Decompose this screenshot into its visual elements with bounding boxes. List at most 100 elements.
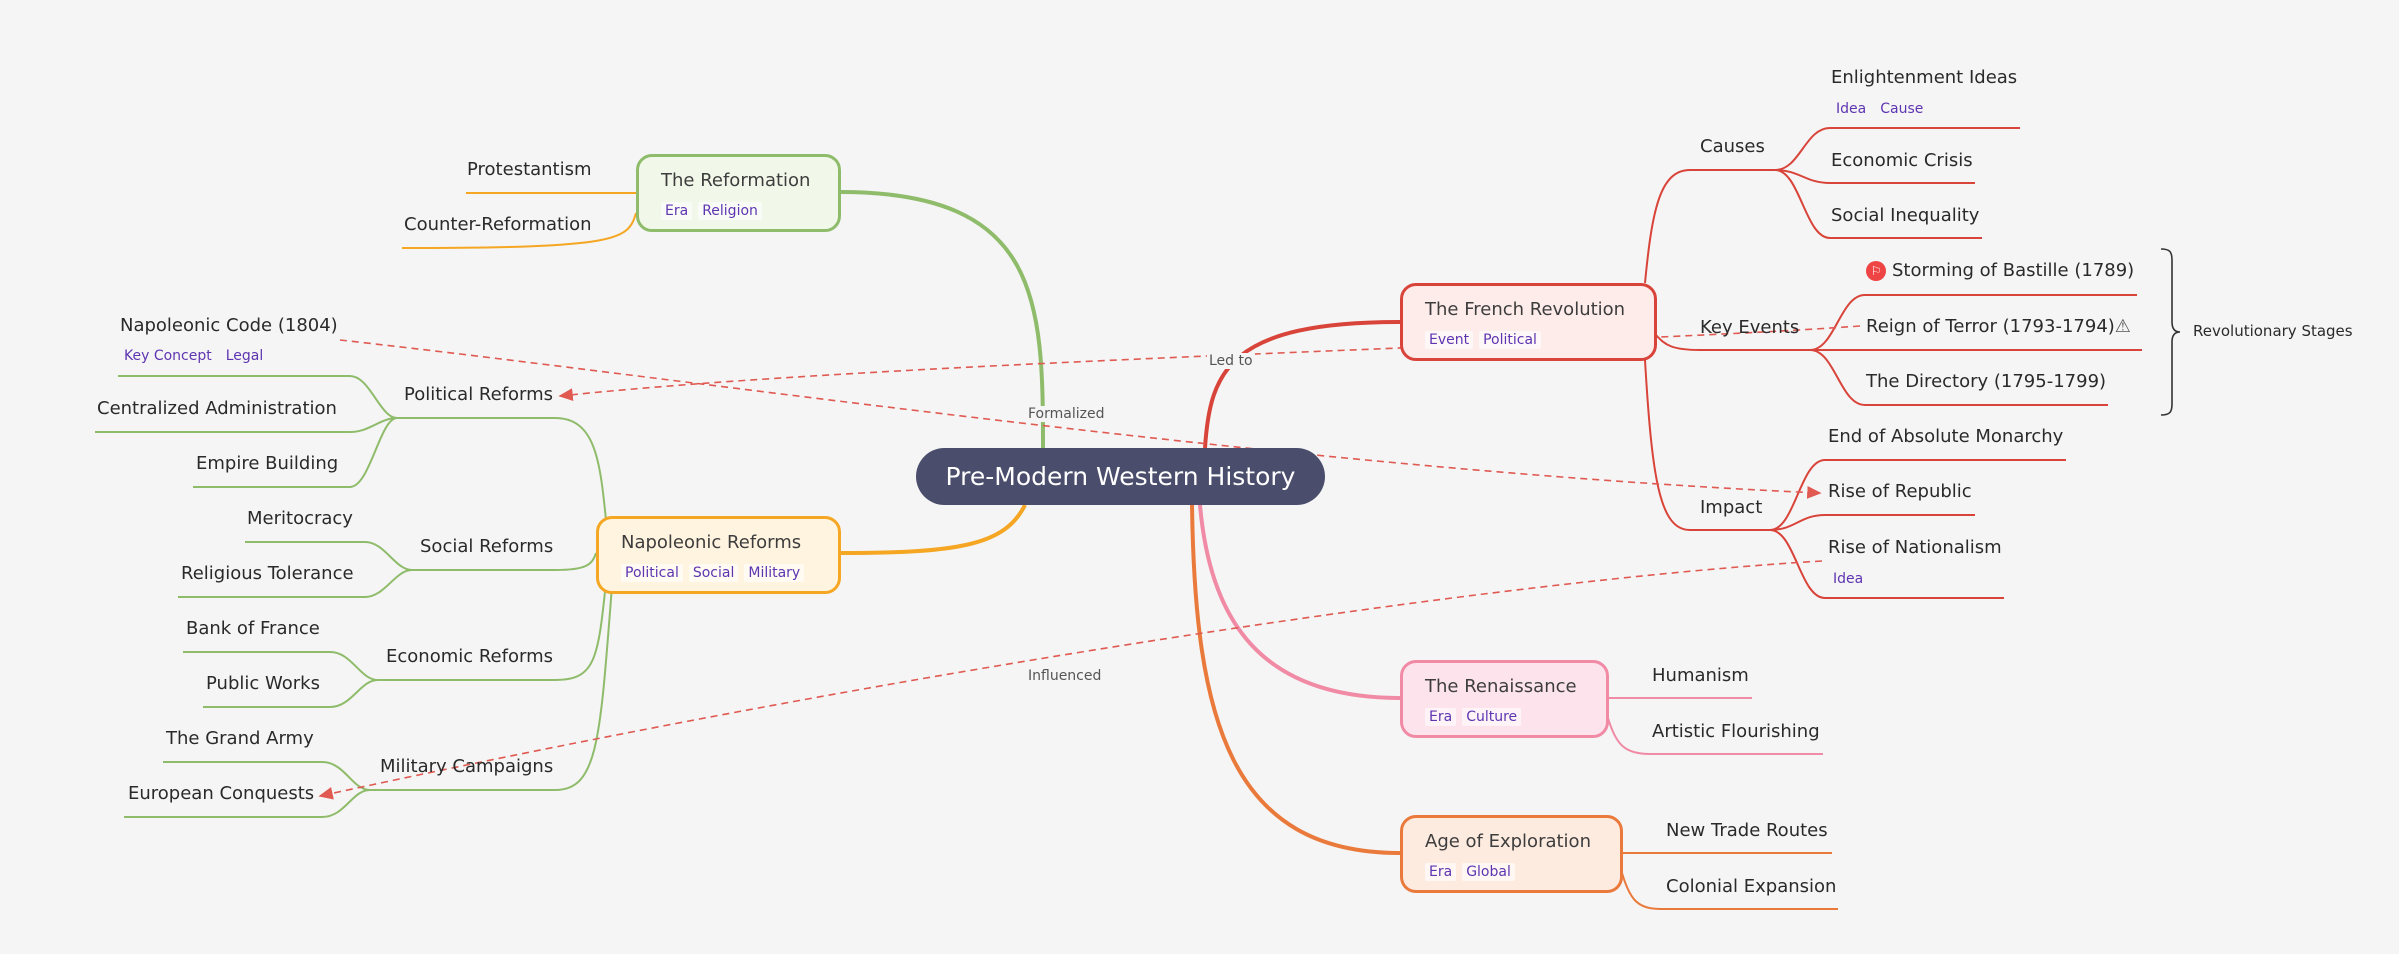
node-napoleonic-code[interactable]: Napoleonic Code (1804) (120, 315, 338, 336)
french-to-events (1655, 334, 1810, 351)
node-storming-of-bastille[interactable]: ⚐Storming of Bastille (1789) (1866, 260, 2134, 282)
branch-renaissance (1198, 504, 1401, 700)
napoleonic-to-social (412, 552, 597, 571)
impact-leaf-3 (1769, 529, 2004, 599)
economic-leaf-1 (183, 651, 379, 681)
node-rise-of-republic[interactable]: Rise of Republic (1828, 481, 1972, 502)
node-centralized-administration[interactable]: Centralized Administration (97, 398, 337, 419)
topic-reformation-title: The Reformation (661, 170, 811, 191)
node-bank-of-france[interactable]: Bank of France (186, 618, 320, 639)
node-meritocracy[interactable]: Meritocracy (247, 508, 353, 529)
reformation-connector-2 (401, 212, 637, 249)
tag-era: Era (1425, 863, 1457, 881)
node-humanism[interactable]: Humanism (1652, 665, 1749, 686)
node-military-campaigns[interactable]: Military Campaigns (380, 756, 554, 777)
tag-era: Era (661, 202, 693, 220)
branch-napoleonic (839, 504, 1027, 555)
node-economic-reforms[interactable]: Economic Reforms (386, 646, 553, 667)
french-to-causes (1644, 169, 1775, 284)
node-new-trade-routes[interactable]: New Trade Routes (1666, 820, 1828, 841)
tag-legal: Legal (225, 348, 264, 364)
node-enlightenment-ideas[interactable]: Enlightenment Ideas (1831, 67, 2018, 88)
node-economic-crisis[interactable]: Economic Crisis (1831, 150, 1973, 171)
root-topic[interactable]: Pre-Modern Western History (916, 448, 1325, 505)
topic-reformation[interactable]: The Reformation Era Religion (636, 154, 841, 232)
social-leaf-2 (178, 569, 413, 598)
tag-event: Event (1425, 331, 1474, 349)
impact-leaf-2 (1769, 514, 1975, 531)
causes-leaf-2 (1774, 169, 1975, 184)
node-key-events[interactable]: Key Events (1700, 317, 1800, 338)
tag-political: Political (621, 564, 683, 582)
french-to-impact (1644, 359, 1770, 531)
tag-culture: Culture (1462, 708, 1522, 726)
events-leaf-3 (1809, 349, 2108, 406)
social-leaf-1 (245, 541, 413, 571)
tag-idea: Idea (1833, 571, 1864, 587)
node-impact[interactable]: Impact (1700, 497, 1763, 518)
topic-age-of-exploration[interactable]: Age of Exploration Era Global (1400, 815, 1623, 893)
causes-leaf-1 (1774, 127, 2020, 171)
node-empire-building[interactable]: Empire Building (196, 453, 339, 474)
nationalism-tags: Idea (1833, 571, 1877, 587)
node-the-directory[interactable]: The Directory (1795-1799) (1866, 371, 2107, 392)
napoleonic-to-economic (378, 581, 607, 681)
storming-label: Storming of Bastille (1789) (1892, 260, 2135, 281)
tag-military: Military (744, 564, 805, 582)
topic-renaissance-title: The Renaissance (1425, 676, 1577, 697)
node-religious-tolerance[interactable]: Religious Tolerance (181, 563, 354, 584)
reign-label: Reign of Terror (1793-1794) (1866, 316, 2115, 337)
tag-religion: Religion (698, 202, 762, 220)
economic-leaf-2 (203, 679, 379, 708)
political-leaf-1 (118, 375, 398, 419)
napoleonic-to-military (370, 585, 613, 791)
root-title: Pre-Modern Western History (945, 462, 1296, 491)
node-public-works[interactable]: Public Works (206, 673, 320, 694)
relationship-led-to (558, 325, 1861, 402)
renaissance-leaf-2 (1607, 717, 1823, 755)
node-end-of-absolute-monarchy[interactable]: End of Absolute Monarchy (1828, 426, 2064, 447)
node-rise-of-nationalism[interactable]: Rise of Nationalism (1828, 537, 2002, 558)
relationship-label-led-to[interactable]: Led to (1207, 353, 1255, 369)
node-colonial-expansion[interactable]: Colonial Expansion (1666, 876, 1837, 897)
events-leaf-1 (1809, 294, 2137, 351)
branch-french (1203, 320, 1401, 449)
warning-icon: ⚠ (2114, 316, 2131, 337)
branch-reformation (839, 190, 1045, 449)
node-social-inequality[interactable]: Social Inequality (1831, 205, 1980, 226)
node-social-reforms[interactable]: Social Reforms (420, 536, 554, 557)
branch-exploration (1190, 504, 1401, 855)
napoleonic-code-tags: Key Concept Legal (124, 348, 277, 364)
boundary-label: Revolutionary Stages (2193, 322, 2353, 340)
political-leaf-3 (193, 417, 398, 488)
node-political-reforms[interactable]: Political Reforms (404, 384, 554, 405)
node-causes[interactable]: Causes (1700, 136, 1765, 157)
tag-global: Global (1462, 863, 1515, 881)
relationship-influenced (318, 560, 1823, 800)
relationship-formalized (339, 339, 1822, 499)
node-counter-reformation[interactable]: Counter-Reformation (404, 214, 592, 235)
tag-political: Political (1479, 331, 1541, 349)
tag-idea: Idea (1836, 101, 1867, 117)
topic-french-title: The French Revolution (1425, 299, 1626, 320)
exploration-leaf-2 (1621, 872, 1838, 910)
node-grand-army[interactable]: The Grand Army (166, 728, 314, 749)
napoleonic-to-political (397, 417, 607, 521)
topic-french-revolution[interactable]: The French Revolution Event Political (1400, 283, 1657, 361)
relationship-label-influenced[interactable]: Influenced (1026, 668, 1104, 684)
topic-exploration-title: Age of Exploration (1425, 831, 1591, 852)
tag-key-concept: Key Concept (124, 348, 212, 364)
node-protestantism[interactable]: Protestantism (467, 159, 592, 180)
node-artistic-flourishing[interactable]: Artistic Flourishing (1652, 721, 1820, 742)
political-leaf-2 (95, 417, 398, 433)
boundary-brace (2160, 248, 2181, 416)
topic-napoleonic-title: Napoleonic Reforms (621, 532, 802, 553)
causes-leaf-3 (1774, 169, 1982, 239)
relationship-label-formalized[interactable]: Formalized (1026, 406, 1107, 422)
node-european-conquests[interactable]: European Conquests (128, 783, 315, 804)
node-reign-of-terror[interactable]: Reign of Terror (1793-1794)⚠ (1866, 316, 2131, 338)
